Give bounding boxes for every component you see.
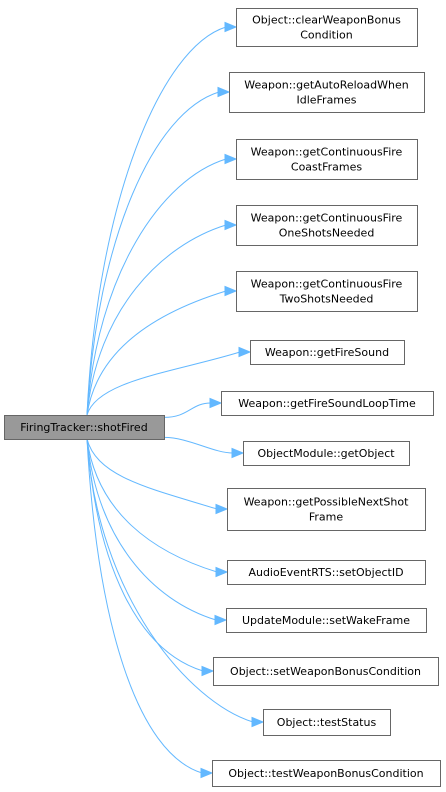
node-weapon-getcontinuousfirecoastframes-label-line-2: CoastFrames <box>291 161 362 174</box>
edge-to-objectmodule-getobject-line <box>163 436 234 454</box>
edge-to-object-clearweaponbonuscondition-arrowhead <box>224 21 238 33</box>
edge-to-object-teststatus-arrowhead <box>251 716 265 728</box>
edge-to-weapon-getcontinuousfirecoastframes-arrowhead <box>224 153 238 165</box>
node-weapon-getfiresound[interactable]: Weapon::getFireSound <box>250 340 405 365</box>
node-objectmodule-getobject-label-line-1: ObjectModule::getObject <box>257 447 395 460</box>
edge-to-weapon-getfiresound-arrowhead <box>238 346 252 358</box>
node-root-firingtracker-shotfired-label-line-1: FiringTracker::shotFired <box>20 421 147 434</box>
edge-to-weapon-getfiresoundlooptime-line <box>163 402 212 418</box>
edge-to-weapon-getautoreloadwhenidleframes-arrowhead <box>217 86 231 98</box>
edge-to-object-setweaponbonuscondition <box>86 438 215 677</box>
edge-to-weapon-getcontinuousfiretwoshotsneeded-line <box>86 290 227 416</box>
edge-to-weapon-getpossiblenextshotframe-line <box>86 438 218 510</box>
edge-to-object-setweaponbonuscondition-arrowhead <box>201 665 215 677</box>
node-updatemodule-setwakeframe-box <box>226 608 427 633</box>
node-object-testweaponbonuscondition-box <box>212 760 441 787</box>
node-object-setweaponbonuscondition[interactable]: Object::setWeaponBonusCondition <box>213 657 439 686</box>
node-object-clearweaponbonuscondition-label-line-2: Condition <box>300 29 353 42</box>
node-root-firingtracker-shotfired-box <box>4 415 165 440</box>
node-object-clearweaponbonuscondition-box <box>236 8 418 47</box>
edge-to-object-setweaponbonuscondition-line <box>86 438 204 672</box>
node-weapon-getpossiblenextshotframe-label-line-1: Weapon::getPossibleNextShot <box>244 496 410 509</box>
node-object-testweaponbonuscondition-label-line-1: Object::testWeaponBonusCondition <box>228 767 423 780</box>
node-audioeventrts-setobjectid[interactable]: AudioEventRTS::setObjectID <box>227 560 426 585</box>
edge-to-weapon-getautoreloadwhenidleframes <box>86 86 231 416</box>
node-weapon-getcontinuousfireoneshotsneeded-box <box>236 205 418 246</box>
call-nodes: Object::clearWeaponBonusConditionWeapon:… <box>4 8 441 787</box>
node-weapon-getautoreloadwhenidleframes-box <box>229 72 425 113</box>
edge-to-weapon-getcontinuousfireoneshotsneeded <box>86 219 238 416</box>
edge-to-weapon-getcontinuousfireoneshotsneeded-line <box>86 224 227 416</box>
node-weapon-getfiresoundlooptime-box <box>221 391 434 416</box>
node-object-setweaponbonuscondition-label-line-1: Object::setWeaponBonusCondition <box>230 665 421 678</box>
node-object-teststatus[interactable]: Object::testStatus <box>263 709 391 736</box>
edge-to-updatemodule-setwakeframe-arrowhead <box>214 614 228 626</box>
edge-to-weapon-getpossiblenextshotframe-arrowhead <box>215 503 229 515</box>
edge-to-object-testweaponbonuscondition-arrowhead <box>200 767 214 779</box>
edge-to-updatemodule-setwakeframe <box>86 438 228 626</box>
node-weapon-getcontinuousfireoneshotsneeded-label-line-1: Weapon::getContinuousFire <box>251 212 403 225</box>
edge-to-weapon-getautoreloadwhenidleframes-line <box>86 91 220 416</box>
edge-to-weapon-getfiresoundlooptime <box>163 397 223 418</box>
node-objectmodule-getobject-box <box>243 441 410 466</box>
call-edges <box>86 21 265 779</box>
node-weapon-getfiresoundlooptime[interactable]: Weapon::getFireSoundLoopTime <box>221 391 434 416</box>
node-weapon-getcontinuousfireoneshotsneeded-label-line-2: OneShotsNeeded <box>279 227 375 240</box>
edge-to-object-teststatus <box>86 438 265 728</box>
node-weapon-getcontinuousfirecoastframes-label-line-1: Weapon::getContinuousFire <box>251 146 403 159</box>
edge-to-audioeventrts-setobjectid-line <box>86 438 218 573</box>
edge-to-object-teststatus-line <box>86 438 254 723</box>
edge-to-weapon-getcontinuousfirecoastframes-line <box>86 158 227 416</box>
node-weapon-getfiresound-label-line-1: Weapon::getFireSound <box>265 346 389 359</box>
edge-to-object-testweaponbonuscondition-line <box>86 438 203 774</box>
node-weapon-getfiresoundlooptime-label-line-1: Weapon::getFireSoundLoopTime <box>238 397 416 410</box>
node-weapon-getcontinuousfiretwoshotsneeded-label-line-2: TwoShotsNeeded <box>279 293 374 306</box>
node-weapon-getcontinuousfiretwoshotsneeded-box <box>236 271 418 312</box>
node-weapon-getautoreloadwhenidleframes-label-line-1: Weapon::getAutoReloadWhen <box>244 79 408 92</box>
node-weapon-getautoreloadwhenidleframes-label-line-2: IdleFrames <box>296 94 356 107</box>
node-updatemodule-setwakeframe[interactable]: UpdateModule::setWakeFrame <box>226 608 427 633</box>
edge-to-object-testweaponbonuscondition <box>86 438 214 779</box>
node-object-teststatus-box <box>263 709 391 736</box>
edge-to-weapon-getpossiblenextshotframe <box>86 438 229 515</box>
node-weapon-getpossiblenextshotframe-box <box>227 488 426 531</box>
node-weapon-getpossiblenextshotframe-label-line-2: Frame <box>309 511 344 524</box>
edge-to-weapon-getfiresoundlooptime-arrowhead <box>209 397 223 409</box>
edge-to-weapon-getcontinuousfirecoastframes <box>86 153 238 416</box>
node-audioeventrts-setobjectid-box <box>227 560 426 585</box>
edge-to-weapon-getcontinuousfiretwoshotsneeded-arrowhead <box>224 285 238 297</box>
node-object-clearweaponbonuscondition-label-line-1: Object::clearWeaponBonus <box>252 14 401 27</box>
edge-to-weapon-getfiresound-line <box>86 351 241 416</box>
edge-to-updatemodule-setwakeframe-line <box>86 438 217 621</box>
node-updatemodule-setwakeframe-label-line-1: UpdateModule::setWakeFrame <box>242 614 410 627</box>
node-object-teststatus-label-line-1: Object::testStatus <box>277 716 377 729</box>
node-object-setweaponbonuscondition-box <box>213 657 439 686</box>
edge-to-weapon-getcontinuousfireoneshotsneeded-arrowhead <box>224 219 238 231</box>
node-weapon-getcontinuousfirecoastframes-box <box>236 139 418 180</box>
node-object-testweaponbonuscondition[interactable]: Object::testWeaponBonusCondition <box>212 760 441 787</box>
edge-to-objectmodule-getobject <box>163 436 245 459</box>
node-root-firingtracker-shotfired[interactable]: FiringTracker::shotFired <box>4 415 165 440</box>
edge-to-audioeventrts-setobjectid-arrowhead <box>215 566 229 578</box>
node-objectmodule-getobject[interactable]: ObjectModule::getObject <box>243 441 410 466</box>
edge-to-objectmodule-getobject-arrowhead <box>231 447 245 459</box>
edge-to-object-clearweaponbonuscondition <box>86 21 238 416</box>
edge-to-weapon-getfiresound <box>86 346 252 416</box>
node-audioeventrts-setobjectid-label-line-1: AudioEventRTS::setObjectID <box>248 566 403 579</box>
edge-to-weapon-getcontinuousfiretwoshotsneeded <box>86 285 238 416</box>
node-weapon-getcontinuousfiretwoshotsneeded-label-line-1: Weapon::getContinuousFire <box>251 278 403 291</box>
edge-to-object-clearweaponbonuscondition-line <box>86 26 227 416</box>
edge-to-audioeventrts-setobjectid <box>86 438 229 578</box>
node-weapon-getfiresound-box <box>250 340 405 365</box>
